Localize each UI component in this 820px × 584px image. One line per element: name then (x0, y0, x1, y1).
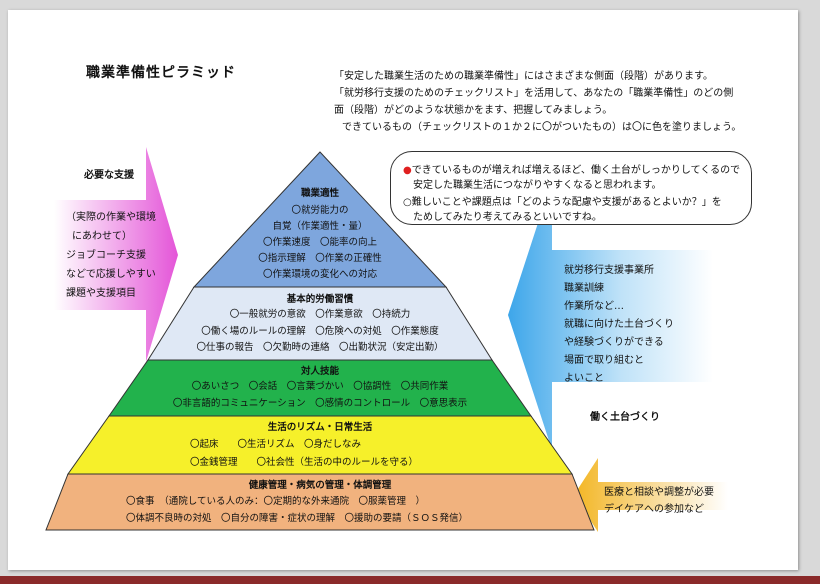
level1-item: 〇作業速度 〇能率の向上 (262, 237, 377, 248)
left-support-text: （実際の作業や環境 にあわせて） ジョブコーチ支援 などで応援しやすい 課題や支… (66, 208, 156, 303)
right-line: 作業所など… (564, 301, 624, 312)
level1-item: 〇作業環境の変化への対応 (262, 269, 377, 280)
medical-text: 医療と相談や調整が必要 デイケアへの参加など (604, 484, 714, 518)
level4-item: 〇起床 〇生活リズム 〇身だしなみ (190, 439, 362, 450)
right-line: 場面で取り組むと (564, 355, 644, 366)
level2-heading: 基本的労働習慣 (286, 294, 354, 305)
level2-item: 〇働く場のルールの理解 〇危険への対処 〇作業態度 (201, 325, 439, 337)
level5-heading: 健康管理・病気の管理・体調管理 (248, 480, 392, 491)
level2-item: 〇仕事の報告 〇欠勤時の連絡 〇出勤状況（安定出勤） (196, 342, 444, 353)
right-line: 就労移行支援事業所 (564, 265, 654, 276)
level1-heading: 職業適性 (300, 188, 339, 199)
page-title: 職業準備性ピラミッド (86, 65, 236, 81)
level1-item: 〇指示理解 〇作業の正確性 (258, 253, 382, 264)
note-bubble: ●できているものが増えれば増えるほど、働く土台がしっかりしてくるので 安定した職… (390, 151, 752, 225)
circle-bullet-icon: ○ (403, 197, 412, 208)
level3-items: 〇あいさつ 〇会話 〇言葉づかい 〇協調性 〇共同作業 〇非言語的コミュニケーシ… (130, 379, 510, 412)
red-bullet-icon: ● (403, 165, 412, 176)
medical-line: デイケアへの参加など (604, 504, 704, 515)
left-line: 課題や支援項目 (66, 288, 136, 299)
level1-items: 〇就労能力の 自覚（作業適性・量） 〇作業速度 〇能率の向上 〇指示理解 〇作業… (220, 203, 420, 283)
right-line: や経験づくりができる (564, 337, 664, 348)
document-page: 職業準備性ピラミッド 「安定した職業生活のための職業準備性」にはさまざまな側面（… (8, 10, 798, 570)
intro-line-4: できているもの（チェックリストの１か２に〇がついたもの）は〇に色を塗りましょう。 (342, 122, 742, 133)
level3-item: 〇あいさつ 〇会話 〇言葉づかい 〇協調性 〇共同作業 (191, 381, 449, 392)
bubble-line-1: できているものが増えれば増えるほど、働く土台がしっかりしてくるので (411, 165, 741, 176)
support-label: 必要な支援 (84, 170, 134, 181)
right-line: 就職に向けた土台づくり (564, 319, 674, 330)
pyramid-level-5 (45, 473, 595, 531)
foundation-label: 働く土台づくり (590, 412, 660, 423)
medical-line: 医療と相談や調整が必要 (604, 487, 714, 498)
level5-items: 〇食事 （通院している人のみ：〇定期的な外来通院 〇服薬管理 ） 〇体調不良時の… (68, 493, 568, 527)
level5-item: 〇体調不良時の対処 〇自分の障害・症状の理解 〇援助の要請（ＳＯＳ発信） (126, 513, 469, 524)
right-line: 職業訓練 (564, 283, 604, 294)
right-foundation-text: 就労移行支援事業所 職業訓練 作業所など… 就職に向けた土台づくり や経験づくり… (564, 262, 674, 388)
left-support-arrow (54, 147, 178, 362)
pyramid-graphic (45, 147, 728, 532)
bubble-line-3: 難しいことや課題点は「どのような配慮や支援があるとよいか？」を (411, 197, 722, 208)
level2-item: 〇一般就労の意欲 〇作業意欲 〇持続力 (229, 309, 411, 320)
intro-line-1: 「安定した職業生活のための職業準備性」にはさまざまな側面（段階）があります。 (334, 71, 713, 82)
bubble-line-4: ためしてみたり考えてみるといいですね。 (413, 212, 602, 223)
right-foundation-arrow (508, 180, 713, 450)
level2-items: 〇一般就労の意欲 〇作業意欲 〇持続力 〇働く場のルールの理解 〇危険への対処 … (160, 307, 480, 357)
level4-heading: 生活のリズム・日常生活 (267, 422, 373, 433)
intro-line-2: 「就労移行支援のためのチェックリスト」を活用して、あなたの「職業準備性」のどの側 (334, 88, 734, 99)
level1-item: 〇就労能力の (291, 205, 349, 216)
left-line: ジョブコーチ支援 (66, 250, 146, 261)
intro-line-3: 面（段階）がどのような状態かをます、把握してみましょう。 (334, 105, 613, 116)
window-bottom-bar (0, 576, 820, 584)
bottom-medical-arrow (574, 458, 728, 532)
level4-item: 〇金銭管理 〇社会性（生活の中のルールを守る） (190, 457, 419, 468)
level5-item: 〇食事 （通院している人のみ：〇定期的な外来通院 〇服薬管理 ） (126, 496, 425, 507)
left-line: にあわせて） (72, 231, 132, 242)
level1-item: 自覚（作業適性・量） (272, 221, 368, 232)
bubble-line-2: 安定した職業生活につながりやすくなると思われます。 (413, 180, 662, 191)
left-line: （実際の作業や環境 (66, 212, 156, 223)
left-line: などで応援しやすい (66, 269, 156, 280)
level3-item: 〇非言語的コミュニケーション 〇感情のコントロール 〇意思表示 (172, 397, 468, 409)
level4-items: 〇起床 〇生活リズム 〇身だしなみ 〇金銭管理 〇社会性（生活の中のルールを守る… (90, 436, 550, 472)
level3-heading: 対人技能 (300, 366, 339, 377)
right-line: よいこと (564, 373, 604, 384)
